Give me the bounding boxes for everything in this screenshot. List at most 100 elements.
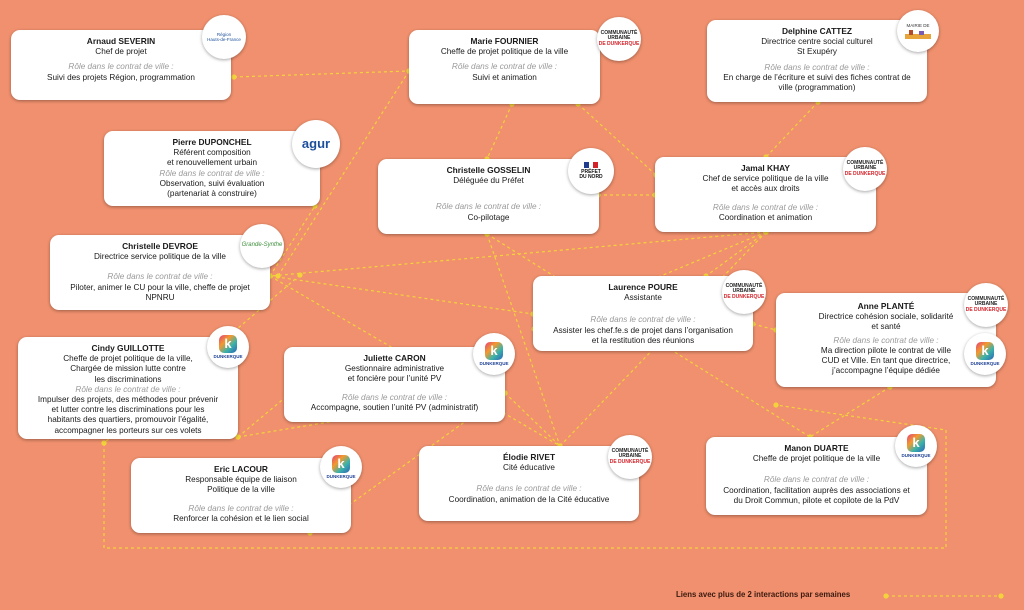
mairie-logo: MAIRIE DE (897, 10, 939, 52)
person-card-gosselin: Christelle GOSSELIN Déléguée du Préfet R… (378, 159, 599, 234)
grande-synthe-logo: Grande-Synthe (240, 224, 284, 268)
role-label: Rôle dans le contrat de ville : (75, 384, 181, 394)
person-card-cattez: Delphine CATTEZ Directrice centre social… (707, 20, 927, 102)
person-card-duponchel: Pierre DUPONCHEL Référent composition et… (104, 131, 320, 206)
role-label: Rôle dans le contrat de ville : (159, 168, 265, 178)
person-role: En charge de l’écriture et suivi des fic… (723, 72, 911, 93)
person-title: Référent composition et renouvellement u… (166, 148, 258, 168)
person-role: Suivi et animation (472, 72, 537, 82)
person-name: Delphine CATTEZ (781, 26, 853, 36)
role-label: Rôle dans le contrat de ville : (451, 62, 558, 72)
person-name: Christelle DEVROE (122, 241, 198, 251)
person-card-poure: Laurence POURE Assistante Rôle dans le c… (533, 276, 753, 351)
person-title: Responsable équipe de liaison Politique … (185, 475, 297, 495)
person-card-rivet: Élodie RIVET Cité éducative Rôle dans le… (419, 446, 639, 521)
person-role: Coordination, facilitation auprès des as… (723, 485, 910, 505)
person-role: Observation, suivi évaluation (partenari… (159, 178, 265, 199)
interaction-link (233, 70, 410, 78)
person-title: Assistante (624, 293, 662, 303)
person-role: Suivi des projets Région, programmation (47, 72, 195, 82)
person-name: Cindy GUILLOTTE (91, 343, 165, 353)
role-label: Rôle dans le contrat de ville : (712, 202, 819, 212)
interaction-link (103, 404, 947, 549)
person-card-fournier: Marie FOURNIER Cheffe de projet politiqu… (409, 30, 600, 104)
interaction-link (559, 231, 767, 447)
person-card-khay: Jamal KHAY Chef de service politique de … (655, 157, 876, 232)
interaction-link (486, 233, 561, 447)
person-title: Chef de projet (95, 47, 147, 57)
person-role: Co-pilotage (467, 212, 510, 222)
role-label: Rôle dans le contrat de ville : (590, 315, 696, 325)
role-label: Rôle dans le contrat de ville : (435, 202, 542, 212)
role-label: Rôle dans le contrat de ville : (476, 484, 582, 494)
person-role: Coordination, animation de la Cité éduca… (448, 494, 610, 504)
person-name: Christelle GOSSELIN (446, 165, 531, 175)
person-title: Cheffe de projet politique de la ville (440, 47, 569, 57)
interaction-link (277, 70, 410, 277)
interaction-link (765, 101, 819, 158)
interaction-link (504, 392, 561, 447)
person-name: Manon DUARTE (784, 443, 849, 453)
person-title: Directrice centre social culturel St Exu… (761, 37, 873, 57)
interaction-link (752, 323, 777, 331)
link-endpoint (297, 272, 303, 278)
role-label: Rôle dans le contrat de ville : (68, 62, 174, 72)
person-name: Arnaud SEVERIN (86, 36, 156, 46)
person-card-severin: Arnaud SEVERIN Chef de projet Rôle dans … (11, 30, 231, 100)
role-label: Rôle dans le contrat de ville : (763, 475, 870, 485)
link-endpoint (235, 434, 241, 440)
person-name: Marie FOURNIER (470, 36, 539, 46)
person-card-devroe: Christelle DEVROE Directrice service pol… (50, 235, 270, 310)
french-flag-icon (584, 161, 599, 168)
legend-label: Liens avec plus de 2 interactions par se… (676, 590, 851, 599)
person-name: Jamal KHAY (740, 163, 791, 173)
person-card-guillotte: Cindy GUILLOTTE Cheffe de projet politiq… (18, 337, 238, 439)
role-label: Rôle dans le contrat de ville : (188, 503, 294, 513)
person-name: Anne PLANTÉ (857, 301, 915, 311)
link-endpoint (275, 273, 281, 279)
person-role: Accompagne, soutien l’unité PV (administ… (310, 402, 479, 412)
role-label: Rôle dans le contrat de ville : (107, 272, 213, 282)
legend-link-sample (883, 593, 1004, 599)
person-name: Élodie RIVET (502, 452, 556, 462)
person-title: Déléguée du Préfet (453, 176, 524, 186)
person-card-caron: Juliette CARON Gestionnaire administrati… (284, 347, 505, 422)
person-card-plante: Anne PLANTÉ Directrice cohésion sociale,… (776, 293, 996, 387)
agur-logo: agur (292, 120, 340, 168)
interaction-link (237, 359, 331, 438)
legend: Liens avec plus de 2 interactions par se… (676, 590, 1006, 602)
person-role: Impulser des projets, des méthodes pour … (37, 395, 219, 435)
person-role: Piloter, animer le CU pour la ville, che… (70, 282, 250, 302)
role-label: Rôle dans le contrat de ville : (764, 62, 870, 72)
person-title: Directrice service politique de la ville (94, 252, 226, 262)
interaction-link (809, 386, 891, 438)
person-title: Cité éducative (503, 463, 555, 473)
person-title: Cheffe de projet politique de la ville (752, 454, 881, 464)
person-role: Assister les chef.fe.s de projet dans l’… (553, 325, 733, 345)
person-role: Renforcer la cohésion et le lien social (173, 513, 309, 523)
person-title: Directrice cohésion sociale, solidarité … (818, 312, 954, 332)
person-title: Gestionnaire administrative et foncière … (344, 364, 445, 384)
interaction-link (269, 205, 316, 277)
person-name: Juliette CARON (363, 353, 426, 363)
person-name: Laurence POURE (608, 282, 678, 292)
person-title: Cheffe de projet politique de la ville, … (63, 354, 193, 384)
person-card-duarte: Manon DUARTE Cheffe de projet politique … (706, 437, 927, 515)
role-label: Rôle dans le contrat de ville : (833, 335, 939, 345)
person-name: Pierre DUPONCHEL (172, 137, 252, 147)
person-title: Chef de service politique de la ville et… (702, 174, 829, 194)
person-role: Coordination et animation (718, 212, 813, 222)
person-card-lacour: Eric LACOUR Responsable équipe de liaiso… (131, 458, 351, 533)
person-name: Eric LACOUR (214, 464, 268, 474)
